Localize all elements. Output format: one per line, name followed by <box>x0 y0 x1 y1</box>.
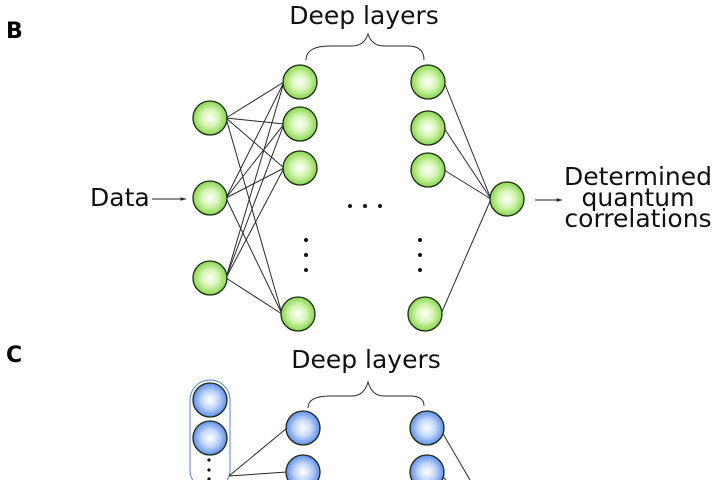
connection-edge <box>225 81 285 199</box>
deep-layer-last-node <box>410 64 446 100</box>
connection-edge <box>225 81 285 119</box>
input-node <box>192 260 228 296</box>
horizontal-ellipsis-b <box>348 204 382 208</box>
deep-layer-first-node <box>282 150 318 186</box>
connection-edge <box>443 127 492 200</box>
connection-edge <box>225 81 285 279</box>
deep-layer-last-node <box>409 410 445 446</box>
input-group-node <box>192 420 228 456</box>
input-group-node <box>192 382 228 418</box>
edges-b <box>225 81 492 315</box>
output-label-line-3: correlations <box>564 204 711 233</box>
vertical-ellipsis-layer-first <box>304 238 308 272</box>
panel-b: B Deep layers Data Determined quantum co… <box>6 1 712 332</box>
nodes-b <box>192 64 525 332</box>
deep-layer-first-node <box>285 454 321 480</box>
connection-edge <box>228 471 288 477</box>
panel-c: C Deep layers <box>6 343 471 480</box>
connection-edge <box>225 117 283 315</box>
connection-edge <box>440 198 492 315</box>
connection-edge <box>225 167 285 199</box>
panel-label-c: C <box>6 343 22 368</box>
connection-edge <box>225 197 283 315</box>
connection-edge <box>443 169 492 200</box>
output-label-line-1: Determined <box>564 162 712 191</box>
data-input-label: Data <box>90 183 150 212</box>
deep-layer-last-node <box>410 152 446 188</box>
output-label-line-2: quantum <box>582 183 695 212</box>
deep-layers-heading-c: Deep layers <box>291 345 441 374</box>
input-group-box <box>189 379 231 480</box>
connection-edge <box>225 117 285 125</box>
output-node <box>489 181 525 217</box>
connection-edge <box>225 167 285 279</box>
connection-edge <box>443 81 492 200</box>
deep-layer-first-node <box>282 106 318 142</box>
connection-edge <box>228 427 288 477</box>
deep-layers-heading-b: Deep layers <box>289 1 439 30</box>
brace-c <box>307 380 425 409</box>
connection-edge <box>225 277 283 315</box>
deep-layer-last-node <box>407 296 443 332</box>
input-node <box>192 100 228 136</box>
deep-layer-last-node <box>410 110 446 146</box>
connection-edge <box>225 117 285 169</box>
input-node <box>192 180 228 216</box>
deep-layer-first-node <box>285 410 321 446</box>
vertical-ellipsis-layer-last <box>418 238 422 272</box>
deep-layer-last-node <box>409 454 445 480</box>
connection-edge <box>441 431 471 480</box>
connection-edge <box>225 123 285 279</box>
vertical-ellipsis-input-group <box>207 458 211 480</box>
connection-edge <box>225 123 285 199</box>
brace-b <box>305 32 425 61</box>
deep-layer-first-node <box>280 296 316 332</box>
deep-layer-first-node <box>282 64 318 100</box>
panel-label-b: B <box>6 19 23 44</box>
edges-c <box>228 427 471 480</box>
nodes-c <box>192 382 445 480</box>
